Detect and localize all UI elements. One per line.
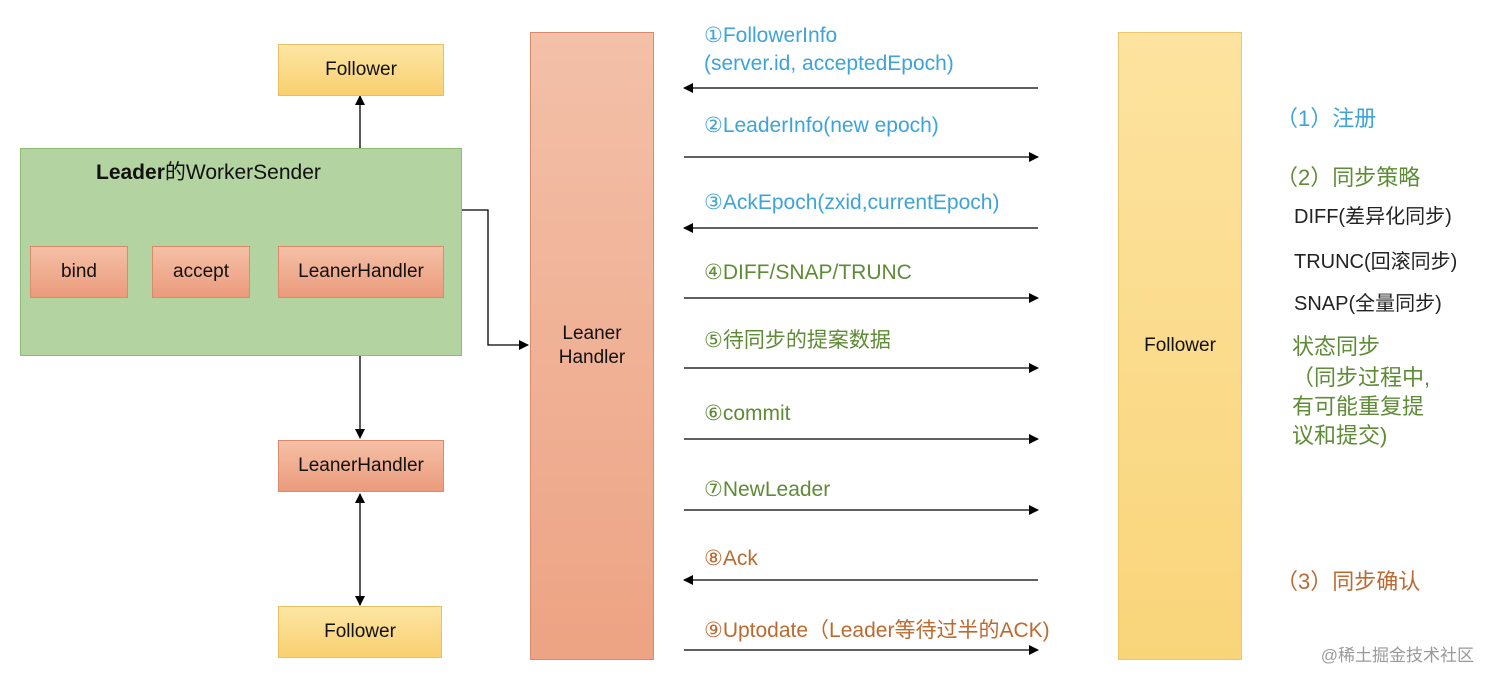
watermark: @稀土掘金技术社区	[1320, 646, 1474, 665]
lower-leaner-handler-box: LeanerHandler	[278, 440, 444, 492]
note-register: （1）注册	[1276, 106, 1377, 131]
msg-6: ⑥commit	[704, 402, 791, 425]
note-snap: SNAP(全量同步)	[1294, 293, 1442, 315]
note-state-sync-3: 有可能重复提	[1292, 394, 1425, 419]
bottom-follower-label: Follower	[324, 621, 396, 642]
note-diff: DIFF(差异化同步)	[1294, 206, 1452, 228]
msg-1-line1: ①FollowerInfo	[704, 24, 838, 47]
panel-title-rest: 的WorkerSender	[164, 161, 321, 184]
msg-4: ④DIFF/SNAP/TRUNC	[704, 261, 912, 284]
msg-8: ⑧Ack	[704, 547, 758, 570]
central-handler-line2: Handler	[558, 347, 626, 368]
follower-column-box: Follower	[1118, 32, 1242, 660]
msg-1-line2: (server.id, acceptedEpoch)	[704, 52, 954, 75]
msg-1: ①FollowerInfo (server.id, acceptedEpoch)	[704, 22, 954, 78]
inner-leaner-handler-label: LeanerHandler	[298, 261, 424, 282]
accept-box: accept	[152, 246, 250, 298]
msg-7: ⑦NewLeader	[704, 478, 831, 501]
bind-box: bind	[30, 246, 128, 298]
msg-2: ②LeaderInfo(new epoch)	[704, 114, 939, 137]
central-handler-line1: Leaner	[562, 323, 622, 344]
accept-label: accept	[173, 261, 229, 282]
note-trunc: TRUNC(回滚同步)	[1294, 251, 1458, 273]
central-leaner-handler-box: Leaner Handler	[530, 32, 654, 660]
panel-title: Leader的WorkerSender	[96, 156, 321, 186]
msg-3: ③AckEpoch(zxid,currentEpoch)	[704, 191, 1000, 214]
lower-leaner-handler-label: LeanerHandler	[298, 455, 424, 476]
msg-9: ⑨Uptodate（Leader等待过半的ACK)	[704, 619, 1050, 642]
note-sync-confirm: （3）同步确认	[1276, 569, 1421, 594]
note-state-sync-1: 状态同步	[1292, 334, 1381, 359]
bottom-follower-box: Follower	[278, 606, 442, 658]
note-sync-strategy: （2）同步策略	[1276, 165, 1421, 190]
bind-label: bind	[61, 261, 97, 282]
panel-title-bold: Leader	[96, 161, 165, 184]
msg-5: ⑤待同步的提案数据	[704, 329, 891, 352]
note-state-sync-4: 议和提交)	[1292, 423, 1388, 448]
inner-leaner-handler-box: LeanerHandler	[278, 246, 444, 298]
top-follower-box: Follower	[278, 44, 444, 96]
top-follower-label: Follower	[325, 59, 397, 80]
note-state-sync-2: （同步过程中,	[1292, 365, 1431, 390]
follower-column-label: Follower	[1144, 335, 1216, 356]
